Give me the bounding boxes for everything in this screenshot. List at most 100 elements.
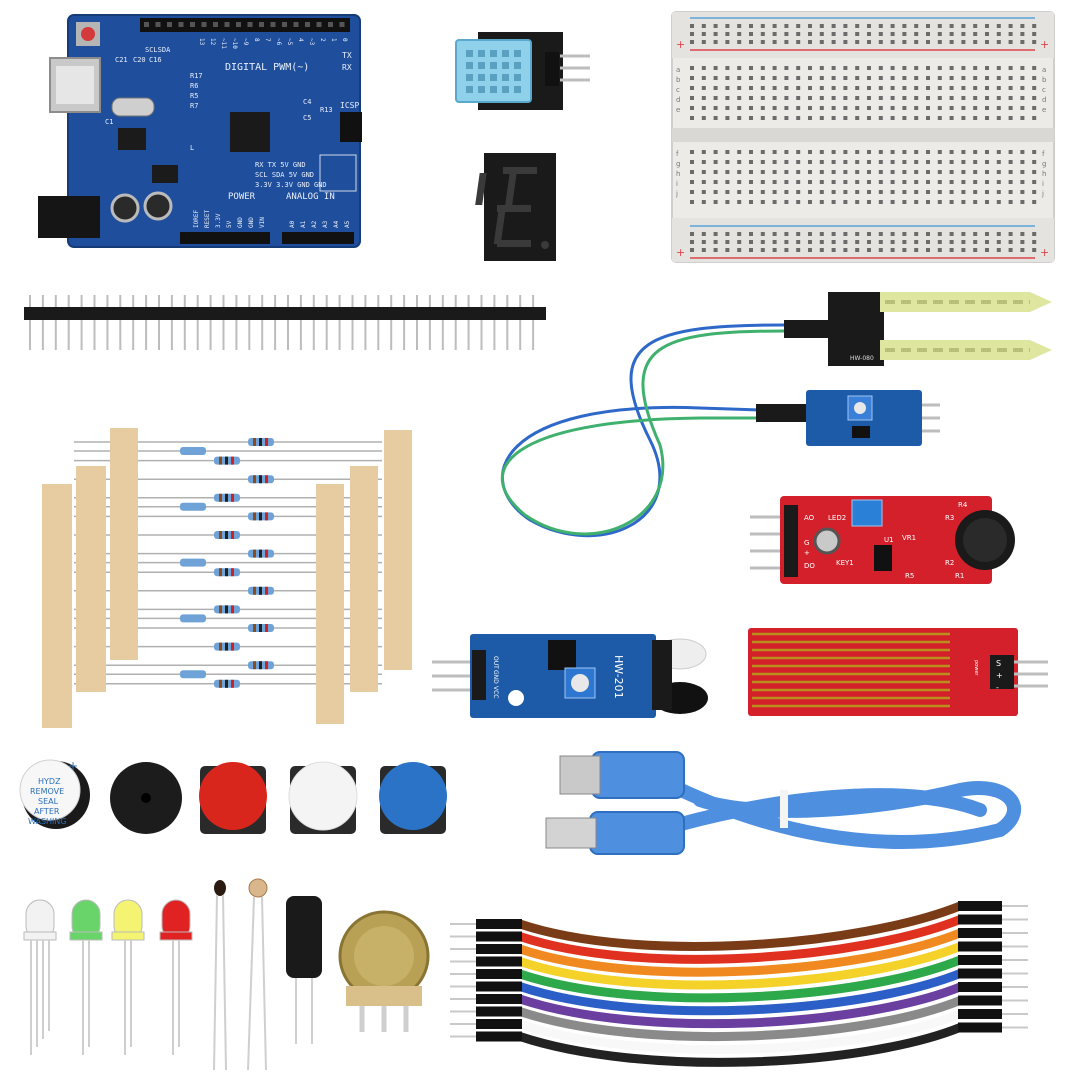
l-label: L bbox=[190, 144, 194, 152]
power-pin-label: RESET bbox=[204, 210, 211, 228]
ir-obstacle-sensor: HW-201 OUT GND VCC bbox=[432, 634, 708, 718]
push-button-red bbox=[199, 762, 267, 834]
sound-label-vr1: VR1 bbox=[902, 534, 916, 542]
analog-pin-label: A1 bbox=[300, 220, 307, 228]
sound-label-key1: KEY1 bbox=[836, 559, 854, 567]
breadboard-row-letter: a bbox=[1042, 66, 1046, 74]
breadboard-row-letter: j bbox=[675, 190, 678, 198]
tilt-switch bbox=[286, 896, 322, 1044]
soil-sensor-label: HW-080 bbox=[850, 355, 874, 362]
push-button-blue bbox=[379, 762, 447, 834]
usb-chip bbox=[118, 128, 146, 150]
sound-label-r3: R3 bbox=[945, 514, 954, 522]
r5-label: R5 bbox=[190, 92, 198, 100]
analog-pin-label: A3 bbox=[322, 220, 329, 228]
dc-power-jack bbox=[38, 196, 100, 238]
reset-button bbox=[81, 27, 95, 41]
icsp-label: ICSP bbox=[340, 101, 359, 110]
paper-tape bbox=[110, 428, 138, 660]
buzzer-sticker-line2: REMOVE bbox=[30, 787, 64, 796]
r17-label: R17 bbox=[190, 72, 203, 80]
buzzer-sticker-line4: AFTER bbox=[34, 807, 60, 816]
sound-label-r5: R5 bbox=[905, 572, 914, 580]
digital-pin-label: ~3 bbox=[308, 38, 315, 46]
c4-label: C4 bbox=[303, 98, 311, 106]
jumper-wire-ribbon bbox=[450, 901, 1028, 1067]
breadboard-row-letter: g bbox=[676, 160, 680, 168]
ir-sensor-label: HW-201 bbox=[612, 655, 625, 699]
power-label: POWER bbox=[228, 192, 256, 202]
rx-label: RX bbox=[342, 63, 352, 72]
capacitor bbox=[143, 191, 173, 221]
paper-tape bbox=[76, 466, 106, 692]
dht11-sensor bbox=[455, 32, 590, 110]
digital-pin-label: 1 bbox=[330, 38, 337, 42]
sound-label-do: DO bbox=[804, 562, 815, 570]
analog-pin-label: A0 bbox=[289, 220, 296, 228]
ir-pin-gnd: GND bbox=[492, 670, 499, 684]
c5-label: C5 bbox=[303, 114, 311, 122]
breadboard-plus-bottom: + bbox=[676, 246, 685, 259]
digital-pin-label: 2 bbox=[319, 38, 326, 42]
c16-label: C16 bbox=[149, 56, 162, 64]
digital-pin-label: 8 bbox=[253, 38, 260, 42]
water-pin-s: S bbox=[996, 659, 1001, 668]
paper-tape bbox=[350, 466, 378, 692]
breadboard-row-letter: g bbox=[1042, 160, 1046, 168]
breadboard-row-letter: c bbox=[676, 86, 680, 94]
led-yellow bbox=[111, 899, 145, 1055]
power-header bbox=[180, 232, 270, 244]
power-pin-label: IOREF bbox=[193, 210, 200, 228]
water-pin-minus: - bbox=[996, 683, 999, 692]
usb-cable bbox=[545, 751, 1022, 855]
paper-tape bbox=[384, 430, 412, 670]
digital-pin-label: 4 bbox=[297, 38, 304, 42]
r13-label: R13 bbox=[320, 106, 333, 114]
power-pin-label: GND bbox=[248, 217, 255, 228]
breadboard-plus-bottom-right: + bbox=[1040, 246, 1049, 259]
c21-label: C21 bbox=[115, 56, 128, 64]
analog-in-label: ANALOG IN bbox=[286, 192, 335, 202]
digital-pin-label: ~5 bbox=[286, 38, 293, 46]
breadboard-row-letter: b bbox=[676, 76, 681, 84]
seven-segment-display bbox=[475, 153, 556, 261]
soil-moisture-sensor: HW-080 bbox=[784, 292, 1052, 366]
digital-pin-label: 7 bbox=[264, 38, 271, 42]
breadboard-plus-top: + bbox=[1040, 38, 1049, 51]
sound-label-r2: R2 bbox=[945, 559, 954, 567]
push-button-white bbox=[288, 761, 358, 834]
capacitor bbox=[110, 193, 140, 223]
led-green bbox=[69, 899, 103, 1055]
buzzer-sticker-line1: HYDZ bbox=[38, 777, 61, 786]
paper-tape bbox=[316, 484, 344, 724]
analog-header bbox=[282, 232, 354, 244]
breadboard-row-letter: e bbox=[676, 106, 680, 114]
r7-label: R7 bbox=[190, 102, 198, 110]
water-power-label: power bbox=[973, 660, 979, 676]
analog-pin-label: A5 bbox=[344, 220, 351, 228]
thermistor bbox=[213, 880, 227, 1071]
breadboard-row-letter: h bbox=[1042, 170, 1046, 178]
digital-pin-label: ~10 bbox=[231, 38, 238, 49]
water-level-sensor: S + - power bbox=[748, 628, 1048, 716]
digital-pin-label: ~9 bbox=[242, 38, 249, 46]
icsp-header bbox=[340, 112, 362, 142]
breadboard-row-letter: i bbox=[1042, 180, 1044, 188]
power-pin-label: VIN bbox=[259, 217, 266, 228]
ir-pin-out: OUT bbox=[492, 656, 499, 669]
paper-tape bbox=[42, 484, 72, 728]
crystal bbox=[111, 97, 155, 117]
digital-pwm-label: DIGITAL PWM(~) bbox=[225, 62, 309, 73]
leds bbox=[23, 899, 193, 1055]
sound-label-plus: + bbox=[804, 549, 810, 557]
water-pin-plus: + bbox=[996, 671, 1003, 680]
tx-label: TX bbox=[342, 51, 352, 60]
cable-tie bbox=[780, 790, 788, 828]
sclsda-label: SCLSDA bbox=[145, 46, 171, 54]
power-pin-label: 5V bbox=[226, 220, 233, 228]
analog-pin-label: A2 bbox=[311, 220, 318, 228]
jumper-wire-green bbox=[500, 329, 785, 536]
breadboard-row-letter: a bbox=[676, 66, 680, 74]
male-pin-header-strip bbox=[24, 295, 546, 350]
